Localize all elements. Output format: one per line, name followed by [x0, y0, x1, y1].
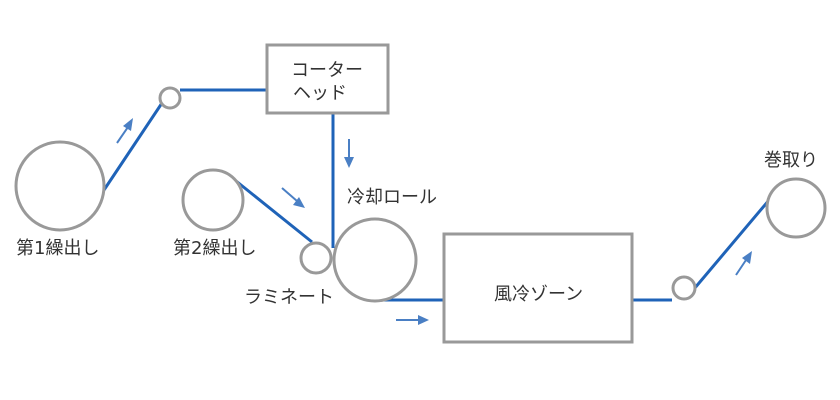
- coater-head-label-line1: コーター: [291, 60, 363, 81]
- arrow-icon: [116, 118, 133, 144]
- arrow-icon: [735, 251, 752, 276]
- arrow-icon: [281, 187, 305, 208]
- guide-roll-1: [158, 86, 182, 110]
- air-cooling-zone-box: [442, 232, 634, 344]
- arrow-icon: [344, 139, 354, 168]
- arrow-icon: [396, 315, 429, 325]
- winder-roll: [765, 177, 827, 239]
- web-path: [102, 88, 777, 302]
- guide-roll-2: [671, 275, 697, 301]
- unwind2-roll: [181, 168, 245, 232]
- web-guide-to-winder: [692, 192, 777, 290]
- laminate-label: ラミネート: [244, 287, 334, 308]
- laminate-nip-roll: [299, 241, 333, 275]
- unwind2-label: 第2繰出し: [173, 238, 256, 259]
- chill-roll: [332, 217, 418, 303]
- winder-label: 巻取り: [764, 150, 818, 171]
- chill-roll-label: 冷却ロール: [347, 187, 437, 208]
- coater-head-label-line2: ヘッド: [293, 83, 347, 104]
- web-unwind1-to-guide: [102, 99, 166, 191]
- air-cooling-zone-label: 風冷ゾーン: [494, 284, 583, 305]
- web-unwind2-to-laminate: [235, 179, 313, 244]
- unwind1-roll: [14, 140, 106, 232]
- unwind1-label: 第1繰出し: [16, 238, 99, 259]
- coater-head-box: [265, 43, 390, 115]
